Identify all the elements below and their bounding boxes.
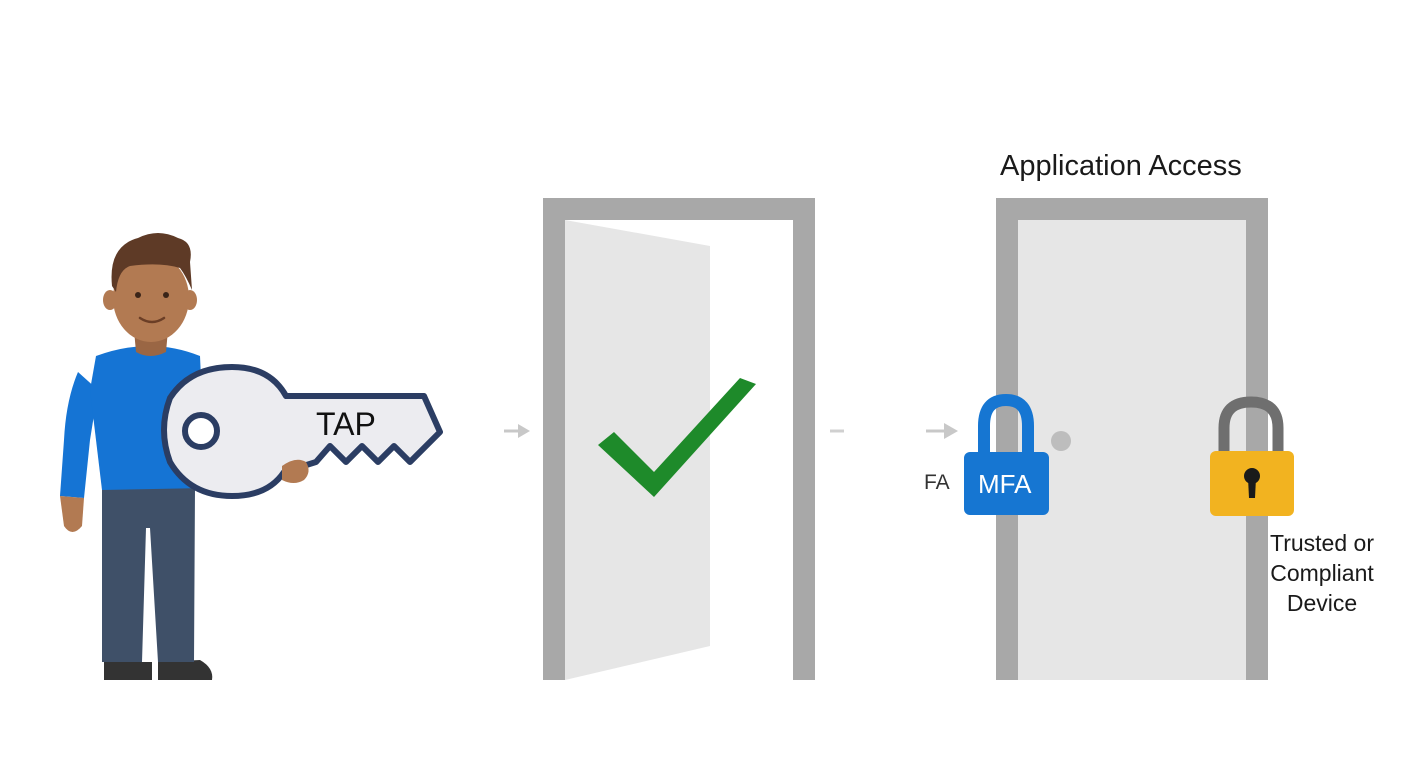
mfa-side-label: FA [924,471,950,494]
device-lock-label: Trusted or Compliant Device [1262,528,1382,618]
device-label-line-1: Trusted or [1270,530,1374,556]
padlock-icon [964,393,1049,515]
hand-icon [282,459,309,483]
device-label-line-2: Compliant [1270,560,1374,586]
device-label-line-3: Device [1286,590,1358,616]
key-icon [161,364,443,499]
arrow-right-icon [504,424,530,438]
arrow-right-icon [926,423,958,439]
key-label: TAP [316,406,376,442]
checkmark-icon [598,378,756,497]
keyhole-icon [1244,468,1260,498]
padlock-icon [1210,396,1294,516]
door-knob [1051,431,1071,451]
diagram-title: Application Access [1000,150,1242,182]
closed-door-icon [996,198,1268,680]
mfa-lock-label: MFA [978,469,1032,499]
open-door-icon [543,198,815,680]
person-icon [60,233,213,680]
